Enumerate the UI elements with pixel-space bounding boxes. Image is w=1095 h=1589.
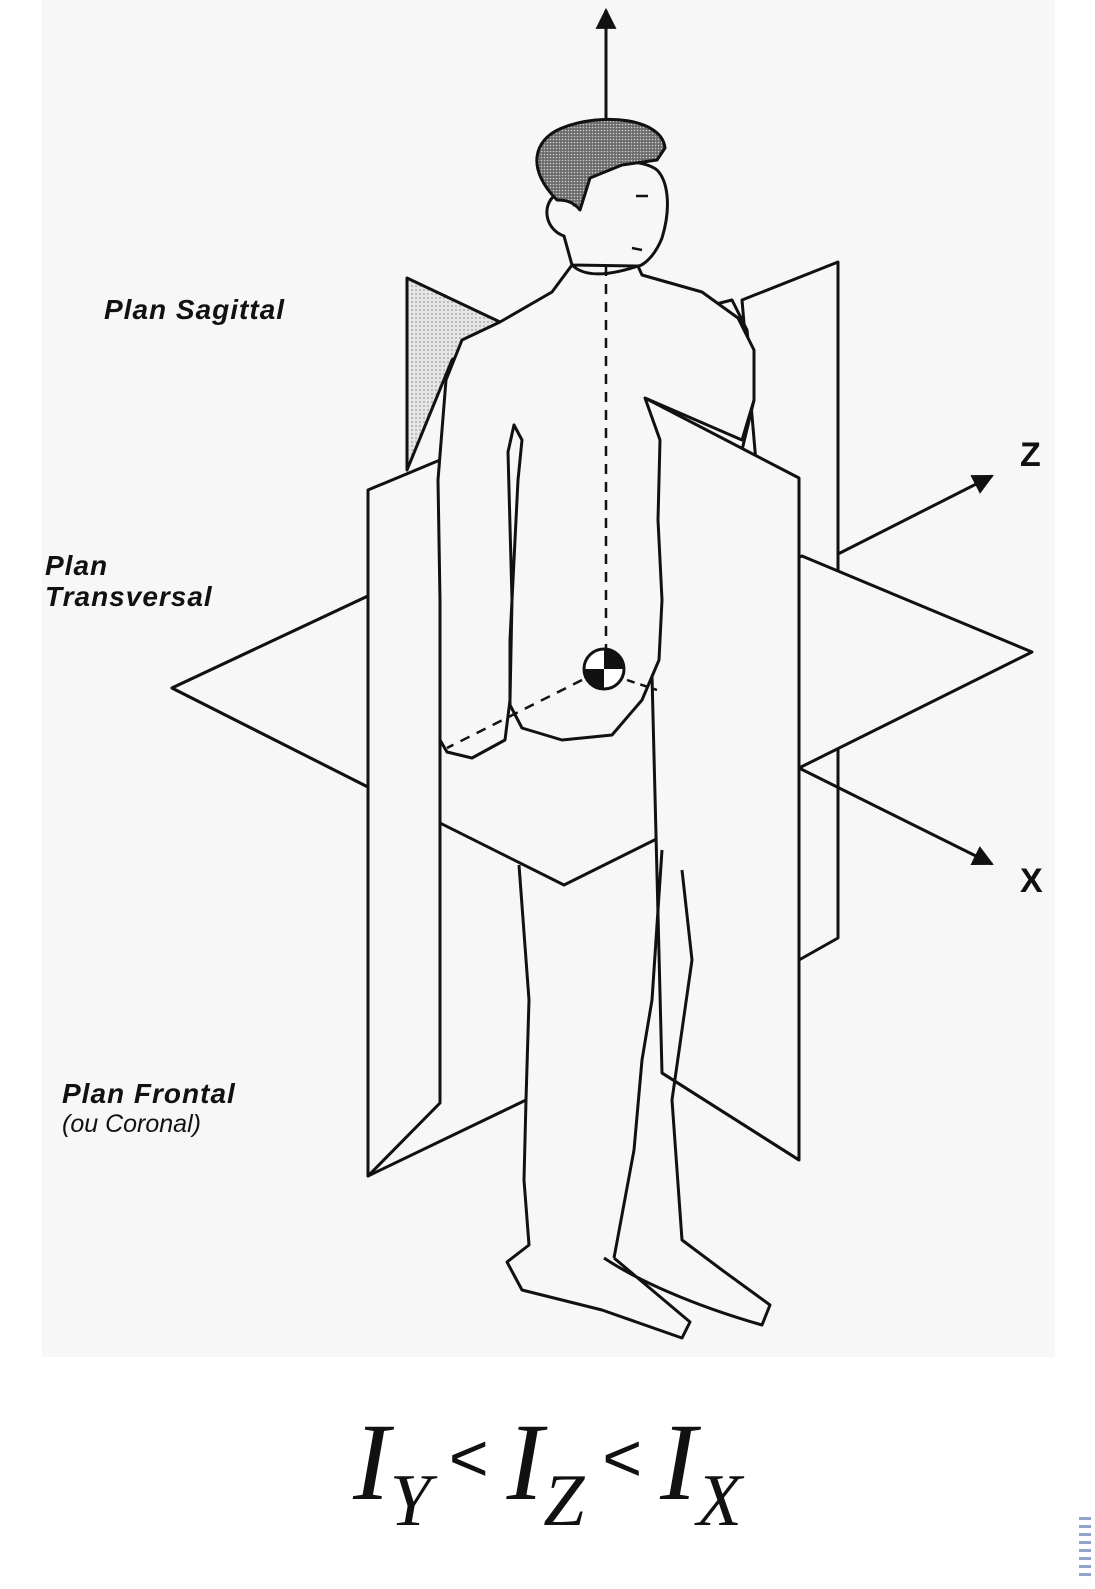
legs xyxy=(505,849,772,1340)
corner-decoration xyxy=(1079,1517,1091,1577)
less-than-2: < xyxy=(602,1420,643,1496)
sagittal-plane-shaded xyxy=(405,276,502,472)
inertia-inequality: IY<IZ<IX xyxy=(0,1398,1095,1561)
anatomical-planes-figure: Plan Sagittal Plan Transversal Plan Fron… xyxy=(42,0,1055,1357)
center-of-mass-icon xyxy=(582,647,626,691)
sagittal-plane-label: Plan Sagittal xyxy=(104,294,286,325)
transverse-axis-dashed xyxy=(446,678,583,750)
frontal-plane-left xyxy=(366,458,442,1178)
x-axis xyxy=(798,766,994,866)
transversal-plane-label: Plan Transversal xyxy=(45,550,213,612)
inertia-x: IX xyxy=(660,1401,742,1542)
hair xyxy=(535,117,667,212)
frontal-plane-sublabel: (ou Coronal) xyxy=(62,1110,201,1138)
inertia-y: IY xyxy=(353,1401,431,1542)
less-than-1: < xyxy=(448,1420,489,1496)
z-axis xyxy=(837,474,994,556)
body-torso xyxy=(436,263,756,760)
frontal-plane-right xyxy=(643,396,801,1162)
z-axis-label: Z xyxy=(1020,436,1041,474)
frontal-plane-label: Plan Frontal (ou Coronal) xyxy=(62,1078,236,1138)
x-axis-label: X xyxy=(1020,862,1043,900)
planes-diagram xyxy=(170,7,1034,1340)
inertia-z: IZ xyxy=(506,1401,585,1542)
